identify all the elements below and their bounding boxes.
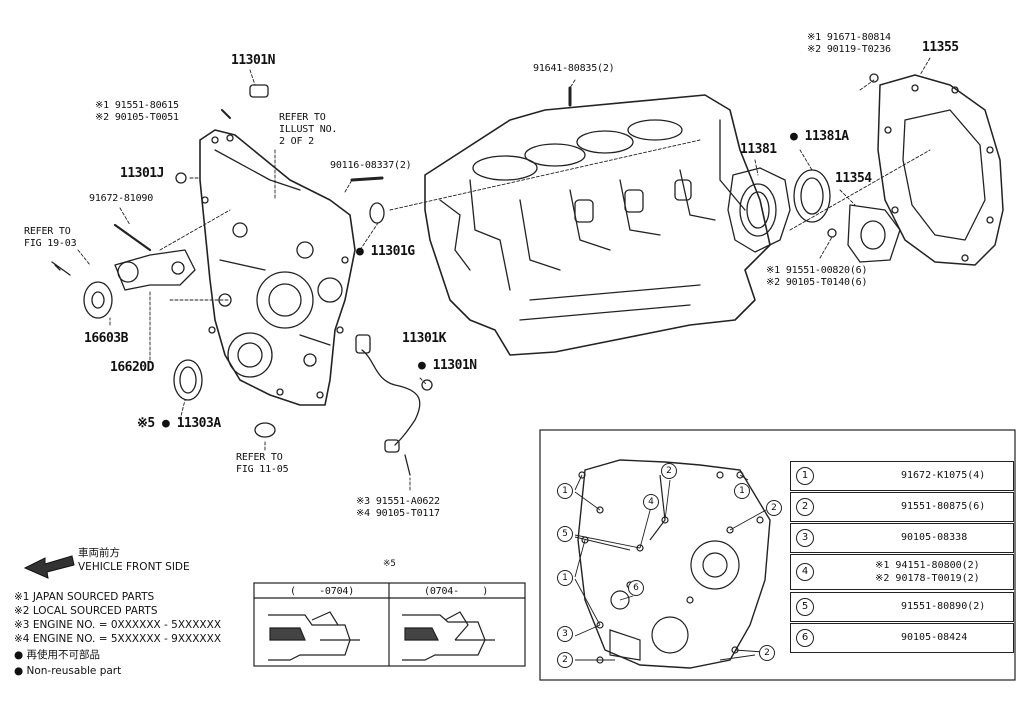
panel-ref-1-b: 1 xyxy=(734,483,750,499)
label-90116: 90116-08337(2) xyxy=(330,160,412,171)
inset-left-range: ( -0704) xyxy=(290,586,355,597)
upper-bolt xyxy=(221,109,231,119)
panel-ref-3: 3 xyxy=(557,626,573,642)
label-11301g: ● 11301G xyxy=(356,244,415,259)
leader-lines xyxy=(77,57,931,491)
bolt-row-3: 3 90105-08338 xyxy=(790,523,1014,553)
plug-n xyxy=(421,379,433,391)
legend-front-en: VEHICLE FRONT SIDE xyxy=(78,561,190,573)
rear-bolt xyxy=(827,228,837,238)
bolt-row-1-part: 91672-K1075(4) xyxy=(901,470,986,481)
idler-pulley xyxy=(83,281,113,319)
inset-right-range: (0704- ) xyxy=(424,586,489,597)
label-11301j: 11301J xyxy=(120,166,164,181)
bolt-row-6-num: 6 xyxy=(796,629,814,647)
plug-j xyxy=(175,172,187,184)
bolt-row-4-part: ※1 94151-80800(2) ※2 90178-T0019(2) xyxy=(875,560,980,584)
label-11381: 11381 xyxy=(740,142,777,157)
bolt-row-4-num: 4 xyxy=(796,563,814,581)
bolt-row-5: 5 91551-80890(2) xyxy=(790,592,1014,622)
bolt-row-6: 6 90105-08424 xyxy=(790,623,1014,653)
label-11301k: 11301K xyxy=(402,331,446,346)
cam-sensor xyxy=(249,84,269,98)
inset-mark: ※5 xyxy=(383,559,396,569)
end-plate-11354 xyxy=(847,204,901,263)
bolt-row-3-part: 90105-08338 xyxy=(901,532,968,543)
label-11301n-mid: ● 11301N xyxy=(418,358,477,373)
bolt-row-6-part: 90105-08424 xyxy=(901,632,968,643)
crank-sensor-harness xyxy=(355,334,421,476)
seal-inset-panel xyxy=(253,582,526,667)
panel-ref-2-b: 2 xyxy=(766,500,782,516)
bolt-row-4: 4 ※1 94151-80800(2) ※2 90178-T0019(2) xyxy=(790,554,1014,590)
label-refer-illust: REFER TO ILLUST NO. 2 OF 2 xyxy=(279,112,338,147)
legend-note-5: ● 再使用不可部品 xyxy=(14,649,100,661)
front-oil-seal xyxy=(173,359,203,401)
legend-front-jp: 車両前方 xyxy=(78,547,120,559)
rear-oil-seal xyxy=(793,169,831,223)
panel-ref-2-d: 2 xyxy=(759,645,775,661)
label-91672: 91672-81090 xyxy=(89,193,154,204)
label-11355: 11355 xyxy=(922,40,959,55)
legend-note-2: ※2 LOCAL SOURCED PARTS xyxy=(14,605,158,617)
panel-ref-2-top: 2 xyxy=(661,463,677,479)
cylinder-block xyxy=(424,94,771,356)
panel-ref-1-a: 1 xyxy=(557,483,573,499)
rear-oil-seal-retainer xyxy=(727,167,791,253)
label-cover-bolts: ※1 91671-80814 ※2 90119-T0236 xyxy=(807,32,891,55)
o-ring xyxy=(369,202,385,224)
label-11303a: ※5 ● 11303A xyxy=(137,416,221,431)
bolt-row-3-num: 3 xyxy=(796,529,814,547)
engine-rear-plate xyxy=(877,74,1004,266)
panel-ref-5: 5 xyxy=(557,526,573,542)
cover-bolt xyxy=(869,73,879,83)
label-91641: 91641-80835(2) xyxy=(533,63,615,74)
bolt-row-2-part: 91551-80875(6) xyxy=(901,501,986,512)
stud-bolt xyxy=(350,176,384,182)
label-16603b: 16603B xyxy=(84,331,128,346)
timing-chain-cover xyxy=(199,129,356,406)
label-refer-fig19: REFER TO FIG 19-03 xyxy=(24,226,77,249)
vehicle-front-arrow xyxy=(23,555,75,579)
legend-note-6: ● Non-reusable part xyxy=(14,665,122,677)
label-rear-bolts: ※1 91551-00820(6) ※2 90105-T0140(6) xyxy=(766,265,868,288)
legend-note-3: ※3 ENGINE NO. = 0XXXXXX - 5XXXXXX xyxy=(14,619,222,631)
label-refer-fig11: REFER TO FIG 11-05 xyxy=(236,452,289,475)
label-11354: 11354 xyxy=(835,171,872,186)
bolt-row-1: 1 91672-K1075(4) xyxy=(790,461,1014,491)
bolt-row-5-num: 5 xyxy=(796,598,814,616)
legend-note-1: ※1 JAPAN SOURCED PARTS xyxy=(14,591,155,603)
belt-tensioner xyxy=(113,223,196,291)
label-11301n-top: 11301N xyxy=(231,53,275,68)
bolt-row-1-num: 1 xyxy=(796,467,814,485)
bolt-row-5-part: 91551-80890(2) xyxy=(901,601,986,612)
bolt-row-2-num: 2 xyxy=(796,498,814,516)
panel-ref-1-c: 1 xyxy=(557,570,573,586)
label-16620d: 16620D xyxy=(110,360,154,375)
label-sensor-bolts: ※3 91551-A0622 ※4 90105-T0117 xyxy=(356,496,440,519)
tensioner-bolt xyxy=(51,261,71,276)
label-upper-bolts: ※1 91551-80615 ※2 90105-T0051 xyxy=(95,100,179,123)
panel-ref-2-c: 2 xyxy=(557,652,573,668)
o-ring-lower xyxy=(254,422,276,438)
panel-ref-4: 4 xyxy=(643,494,659,510)
legend-note-4: ※4 ENGINE NO. = 5XXXXXX - 9XXXXXX xyxy=(14,633,222,645)
bolt-row-2: 2 91551-80875(6) xyxy=(790,492,1014,522)
label-11381a: ● 11381A xyxy=(790,129,849,144)
panel-ref-6: 6 xyxy=(628,580,644,596)
